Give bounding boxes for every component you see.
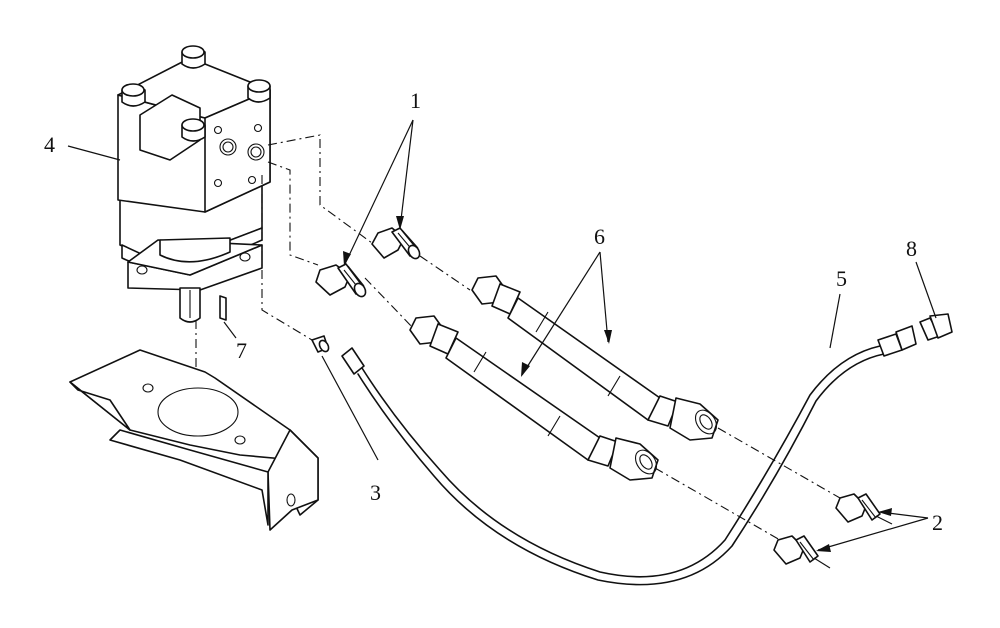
- elbow-fitting: [919, 313, 953, 341]
- callout-1: 1: [410, 88, 421, 113]
- callout-7: 7: [236, 338, 247, 363]
- bolt-heads: [121, 45, 271, 142]
- callout-labels: 1 2 3 4 5 6 7 8: [44, 88, 943, 535]
- callout-6: 6: [594, 224, 605, 249]
- hydraulic-hose-upper: [471, 275, 719, 441]
- hydraulic-pump: [117, 45, 271, 323]
- shaft-key: [219, 295, 227, 321]
- adapter-fitting-lower: [315, 263, 367, 298]
- assembly-center-lines: [261, 134, 841, 541]
- callout-2: 2: [932, 510, 943, 535]
- connector-upper: [835, 493, 893, 525]
- callout-8: 8: [906, 236, 917, 261]
- flexible-tube: [341, 325, 917, 586]
- callout-4: 4: [44, 132, 55, 157]
- connector-lower: [773, 535, 831, 569]
- mounting-bracket: [69, 349, 319, 531]
- adapter-fitting-upper: [371, 227, 421, 260]
- plug-fitting: [311, 335, 330, 353]
- callout-3: 3: [370, 480, 381, 505]
- callout-5: 5: [836, 266, 847, 291]
- leader-lines: [67, 119, 937, 552]
- hydraulic-hose-lower: [409, 315, 659, 481]
